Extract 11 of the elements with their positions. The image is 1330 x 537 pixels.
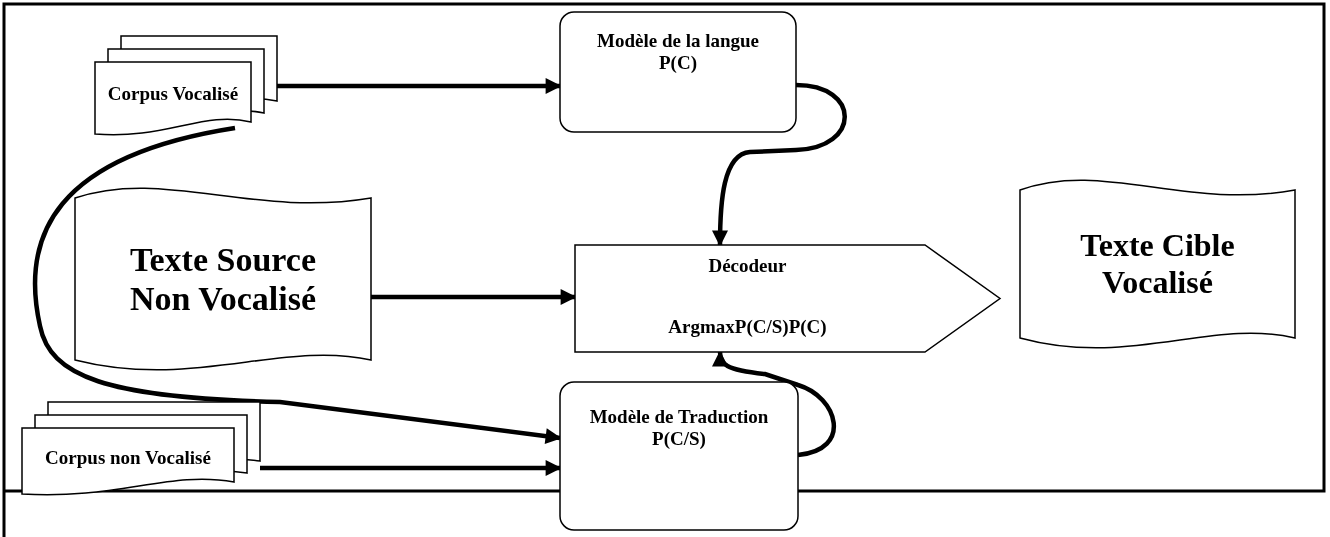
- arrow: [712, 82, 847, 247]
- node-label: Corpus non Vocalisé: [45, 447, 211, 469]
- node-label: Texte Cible Vocalisé: [1079, 227, 1236, 301]
- node-label: ArgmaxP(C/S)P(C): [668, 316, 827, 338]
- node-label: Texte Source Non Vocalisé: [128, 239, 318, 319]
- node-label: Modèle de Traduction: [589, 406, 769, 428]
- node-label: Décodeur: [708, 255, 787, 277]
- node-label: Modèle de la langue: [597, 30, 759, 52]
- node-label: P(C/S): [652, 427, 706, 450]
- node-label: Corpus Vocalisé: [107, 83, 239, 105]
- node-label: P(C): [659, 51, 697, 74]
